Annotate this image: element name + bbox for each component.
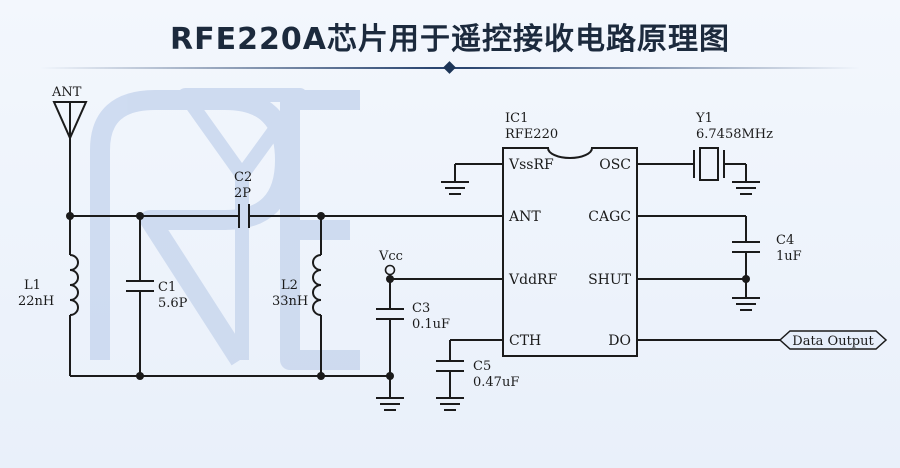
c3-value: 0.1uF	[412, 317, 450, 332]
ic-pin-shut: SHUT	[588, 272, 632, 288]
crystal-value: 6.7458MHz	[696, 127, 773, 142]
ic-pin-osc: OSC	[599, 157, 631, 173]
c5-ref: C5	[473, 359, 491, 374]
c1-value: 5.6P	[158, 296, 188, 311]
junction-dots	[66, 212, 750, 380]
vcc-label: Vcc	[378, 249, 403, 264]
ground-crystal	[732, 181, 760, 195]
ground-c5	[436, 397, 464, 411]
l2-value: 33nH	[272, 294, 308, 309]
page-title: RFE220A芯片用于遥控接收电路原理图	[170, 22, 730, 57]
ic-pin-cth: CTH	[509, 333, 541, 349]
ground-vssrf	[441, 181, 469, 195]
wires	[69, 138, 780, 398]
ic-pin-vddrf: VddRF	[508, 272, 558, 288]
antenna-label: ANT	[51, 85, 82, 100]
c1-ref: C1	[158, 280, 176, 295]
ground-shut	[732, 297, 760, 311]
c3-ref: C3	[412, 301, 430, 316]
inductor-l2	[312, 254, 322, 316]
ic-pin-do: DO	[608, 333, 631, 349]
l1-value: 22nH	[18, 294, 54, 309]
c4-value: 1uF	[776, 249, 802, 264]
ic-pin-cagc: CAGC	[588, 209, 631, 225]
ic-body	[502, 147, 638, 357]
inductor-l1	[69, 254, 79, 316]
c4-ref: C4	[776, 233, 794, 248]
ground-bus	[376, 397, 404, 411]
data-output-tag: Data Output	[778, 330, 888, 350]
ic-pin-ant: ANT	[508, 209, 541, 225]
data-output-label: Data Output	[792, 334, 874, 349]
crystal-ref: Y1	[695, 111, 713, 126]
ground-symbols	[376, 181, 760, 411]
crystal-y1	[693, 147, 725, 181]
capacitor-c5	[436, 360, 464, 372]
ic-part: RFE220	[505, 127, 558, 142]
vcc-terminal	[384, 264, 396, 276]
antenna-symbol	[52, 101, 88, 141]
capacitor-c3	[376, 308, 404, 320]
capacitor-c1	[126, 280, 154, 292]
l2-ref: L2	[281, 278, 298, 293]
c2-ref: C2	[234, 170, 252, 185]
capacitor-c4	[732, 241, 760, 253]
c2-value: 2P	[234, 186, 251, 201]
l1-ref: L1	[24, 278, 41, 293]
c5-value: 0.47uF	[473, 375, 519, 390]
ic-pin-vssrf: VssRF	[508, 157, 554, 173]
capacitor-c2	[238, 204, 250, 228]
ic-ref: IC1	[505, 111, 528, 126]
